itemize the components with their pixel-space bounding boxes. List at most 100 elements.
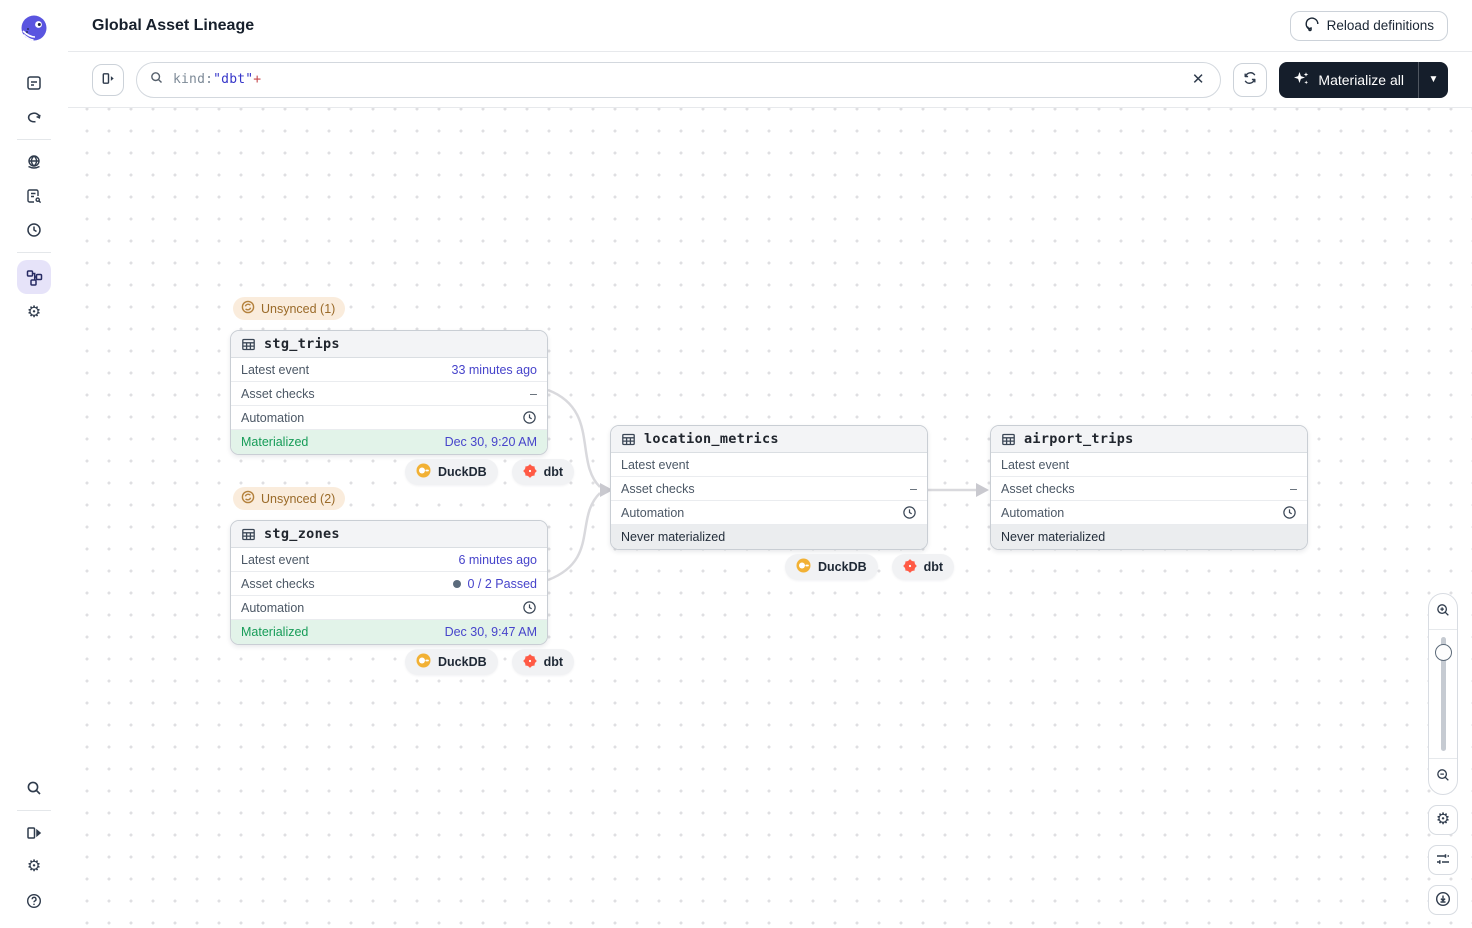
lineage-icon [25,268,44,287]
duckdb-icon [416,653,431,671]
asset-node-header[interactable]: airport_trips [991,426,1307,453]
latest-event-link[interactable]: 6 minutes ago [458,552,537,567]
zoom-control [1428,593,1458,795]
unsynced-badge-stg-trips[interactable]: Unsynced (1) [233,297,346,320]
latest-event-row: Latest event [991,453,1307,477]
kind-tag-duckdb[interactable]: DuckDB [405,459,498,485]
sidebar-item-expand-panel[interactable] [17,818,51,848]
materialization-date-link[interactable]: Dec 30, 9:20 AM [444,435,537,449]
app-header: Global Asset Lineage Reload definitions [68,0,1472,52]
zoom-out-button[interactable] [1429,759,1457,794]
materialization-status-row: Materialized Dec 30, 9:47 AM [231,620,547,644]
sidebar-divider [17,139,51,140]
asset-name: location_metrics [644,431,779,447]
asset-search-input[interactable]: kind:"dbt"+ ✕ [136,61,1222,98]
zoom-slider-track[interactable] [1440,637,1446,751]
reload-code-location-icon [1304,16,1320,35]
sidebar-item-runs[interactable] [17,102,51,132]
deployment-icon [25,153,43,171]
sidebar-item-settings[interactable]: ⚙ [17,298,51,328]
asset-node-header[interactable]: stg_trips [231,331,547,358]
help-icon [25,892,43,910]
schedules-icon [25,221,43,239]
unsynced-badge-stg-zones[interactable]: Unsynced (2) [233,487,346,510]
zoom-out-icon [1435,767,1451,786]
dbt-icon [902,558,917,576]
lineage-toolbar: kind:"dbt"+ ✕ Materialize [68,52,1472,108]
left-sidebar: ⚙ ⚙ [0,0,68,928]
automation-row: Automation [231,596,547,620]
recenter-icon [1435,891,1451,910]
sidebar-item-lineage[interactable] [17,260,51,294]
search-icon [25,779,43,797]
asset-name: stg_trips [264,336,340,352]
materialization-status-row: Never materialized [991,525,1307,549]
asset-checks-row: Asset checks 0 / 2 Passed [231,572,547,596]
kind-tag-duckdb[interactable]: DuckDB [785,554,878,580]
kind-tag-duckdb[interactable]: DuckDB [405,649,498,675]
table-icon [621,432,636,447]
search-query-text: kind:"dbt"+ [173,72,262,87]
asset-checks-row: Asset checks – [231,382,547,406]
materialize-options-button[interactable]: ▼ [1418,61,1448,98]
refresh-graph-button[interactable] [1233,62,1268,97]
check-status-dot [452,579,461,588]
sidebar-item-user-settings[interactable]: ⚙ [17,852,51,882]
table-icon [241,527,256,542]
gear-icon: ⚙ [26,858,42,875]
materialization-date-link[interactable]: Dec 30, 9:47 AM [444,625,537,639]
settings-icon: ⚙ [26,304,42,321]
latest-event-link[interactable]: 33 minutes ago [451,362,537,377]
sync-status-icon [241,490,255,507]
dbt-icon [522,653,537,671]
sidebar-item-deployment[interactable] [17,147,51,177]
zoom-slider-handle[interactable] [1434,644,1452,661]
latest-event-row: Latest event [611,453,927,477]
sparkle-icon [1293,70,1310,90]
toggle-sidebar-panel-button[interactable] [92,63,124,96]
table-icon [241,337,256,352]
zoom-in-button[interactable] [1429,594,1457,629]
asset-name: airport_trips [1024,431,1134,447]
clock-icon [902,505,917,520]
asset-node-stg-zones[interactable]: stg_zones Latest event 6 minutes ago Ass… [230,520,548,645]
dagster-logo-icon[interactable] [19,14,49,44]
clock-icon [522,410,537,425]
panel-toggle-icon [100,70,117,90]
kind-tags-stg-zones: DuckDB dbt [405,649,575,675]
sidebar-item-search[interactable] [17,773,51,803]
expand-panel-icon [25,824,43,842]
asset-node-location-metrics[interactable]: location_metrics Latest event Asset chec… [610,425,928,550]
sidebar-item-catalog[interactable] [17,68,51,98]
graph-filter-button[interactable] [1428,845,1458,875]
asset-node-stg-trips[interactable]: stg_trips Latest event 33 minutes ago As… [230,330,548,455]
asset-node-header[interactable]: location_metrics [611,426,927,453]
runs-icon [25,108,43,126]
materialization-status-row: Materialized Dec 30, 9:20 AM [231,430,547,454]
table-icon [1001,432,1016,447]
zoom-slider[interactable] [1429,629,1457,759]
kind-tag-dbt[interactable]: dbt [511,459,575,485]
main-area: Global Asset Lineage Reload definitions [68,0,1472,928]
graph-settings-button[interactable]: ⚙ [1428,805,1458,835]
asset-node-airport-trips[interactable]: airport_trips Latest event Asset checks … [990,425,1308,550]
reload-definitions-button[interactable]: Reload definitions [1289,10,1448,41]
asset-checks-result[interactable]: 0 / 2 Passed [452,577,537,591]
asset-checks-row: Asset checks – [991,477,1307,501]
sidebar-item-help[interactable] [17,886,51,916]
kind-tag-dbt[interactable]: dbt [511,649,575,675]
kind-tag-dbt[interactable]: dbt [891,554,955,580]
sidebar-item-schedules[interactable] [17,215,51,245]
materialize-all-button[interactable]: Materialize all [1279,62,1418,98]
asset-node-header[interactable]: stg_zones [231,521,547,548]
chevron-down-icon: ▼ [1428,74,1439,85]
latest-event-row: Latest event 6 minutes ago [231,548,547,572]
jobs-icon [25,187,43,205]
lineage-canvas[interactable]: Unsynced (1) Unsynced (2) stg_trips Late… [68,108,1472,928]
latest-event-row: Latest event 33 minutes ago [231,358,547,382]
clear-search-button[interactable]: ✕ [1188,68,1209,91]
sidebar-item-jobs[interactable] [17,181,51,211]
kind-tags-location-metrics: DuckDB dbt [785,554,955,580]
recenter-view-button[interactable] [1428,885,1458,915]
zoom-in-icon [1435,602,1451,621]
